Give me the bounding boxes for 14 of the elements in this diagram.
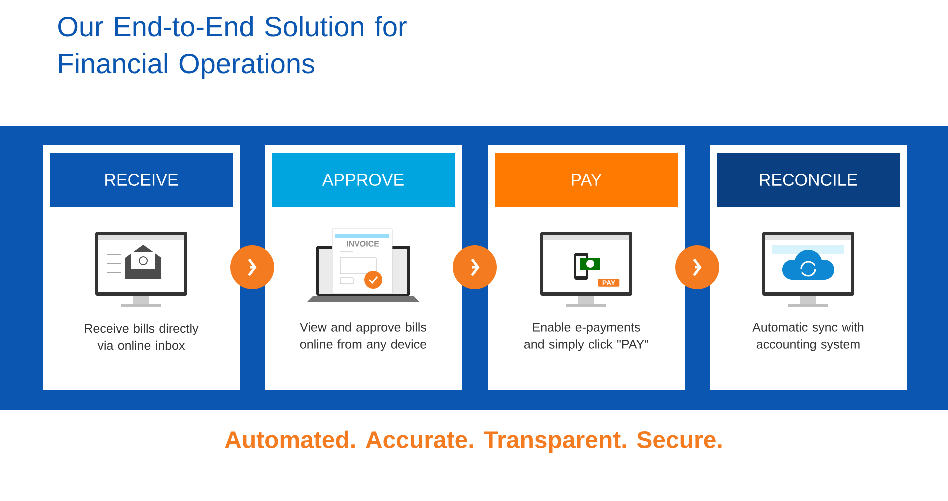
card-text: View and approve bills online from any device xyxy=(300,322,426,352)
chevron-arrow xyxy=(453,246,497,290)
invoice-label: INVOICE xyxy=(347,241,380,247)
card-text: Enable e-payments and simply click "PAY" xyxy=(524,322,649,352)
header-band: RECONCILE xyxy=(717,153,900,207)
header-band: PAY xyxy=(495,153,678,207)
card-text: Automatic sync with accounting system xyxy=(752,322,864,352)
chevron-arrow xyxy=(230,246,274,290)
title: Our End-to-End Solution for Financial Operations xyxy=(58,16,407,80)
header-band: APPROVE xyxy=(272,153,455,207)
card-text: Receive bills directly via online inbox xyxy=(85,324,199,350)
tagline: Automated. Accurate. Transparent. Secure. xyxy=(225,430,722,454)
header-band: RECEIVE xyxy=(50,153,233,207)
chevron-arrow xyxy=(676,246,720,290)
